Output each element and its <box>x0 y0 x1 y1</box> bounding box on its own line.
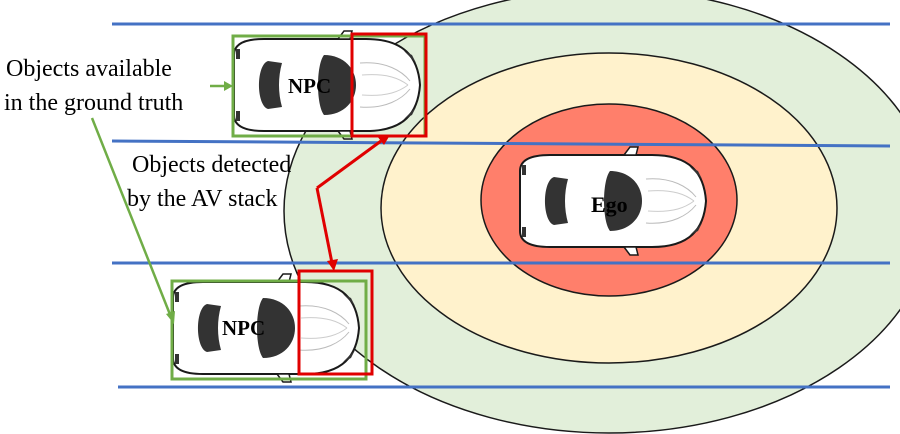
npc-car-bottom <box>172 273 360 383</box>
ground-truth-label-line1: Objects available <box>6 56 172 82</box>
npc-top-label: NPC <box>288 74 331 98</box>
detection-box-bottom <box>297 269 374 376</box>
ground-truth-box-bottom <box>170 279 368 381</box>
npc-bottom-label: NPC <box>222 316 265 340</box>
ground-truth-arrows <box>90 81 233 324</box>
detected-label-line1: Objects detected <box>132 152 291 178</box>
ego-label: Ego <box>591 192 628 217</box>
ground-truth-label-line2: in the ground truth <box>4 90 183 116</box>
detection-arrows <box>315 135 390 271</box>
lane-line-2 <box>111 139 891 148</box>
detected-label-line2: by the AV stack <box>127 186 277 212</box>
